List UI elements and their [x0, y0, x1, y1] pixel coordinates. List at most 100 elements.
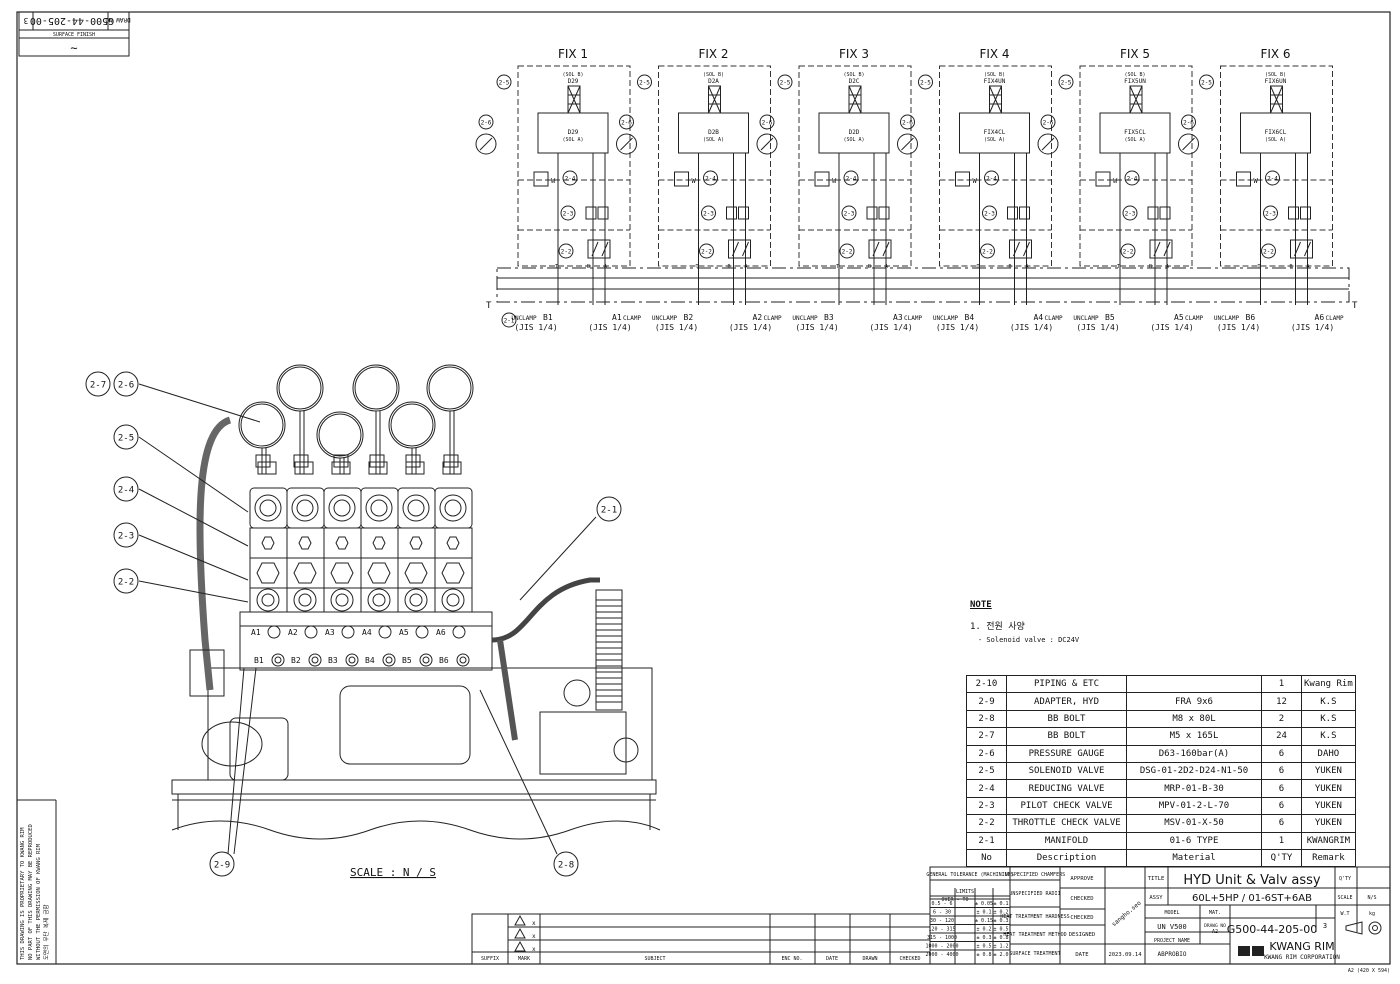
- tag-pressure-gauge-text: 2-6: [902, 120, 913, 127]
- unclamp-thread: (JIS 1/4): [936, 323, 979, 332]
- port-a-label: A6: [436, 628, 446, 637]
- svg-text:B: B: [1149, 264, 1152, 270]
- callout-bubble: [553, 851, 579, 877]
- assy-value: 60L+5HP / 01-6ST+6AB: [1192, 893, 1312, 904]
- fixture-label: FIX 2: [698, 47, 728, 61]
- surface-finish-label: SURFACE FINISH: [53, 32, 95, 38]
- pressure-hose: [491, 577, 600, 643]
- bom-cell-qty: 6: [1261, 744, 1302, 763]
- bom-cell-desc: REDUCING VALVE: [1006, 779, 1127, 798]
- tag-solenoid-valve: [777, 74, 793, 90]
- unclamp-port: B4: [965, 313, 975, 322]
- clamp-label: CLAMP: [1185, 315, 1203, 322]
- svg-text:B: B: [728, 264, 731, 270]
- bom-cell-mat: [1126, 674, 1262, 694]
- unclamp-label: UNCLAMP: [1214, 315, 1240, 322]
- gauge-symbol: [1178, 133, 1199, 155]
- tag-solenoid-valve-text: 2-5: [499, 80, 510, 87]
- pressure-gauge-2: [352, 364, 400, 474]
- port-b-label: B4: [365, 656, 375, 665]
- bom-cell-desc: PRESSURE GAUGE: [1006, 744, 1127, 763]
- tol-normal: ± 1.2: [993, 944, 1008, 950]
- tol-fine: ± 0.5: [976, 944, 991, 950]
- valve-stack-5: [397, 461, 436, 667]
- tol-fine: ± 0.8: [976, 952, 991, 958]
- unclamp-thread: (JIS 1/4): [795, 323, 838, 332]
- tank-body: [207, 667, 653, 781]
- bom-cell-mat: MPV-01-2-L-70: [1126, 796, 1262, 816]
- bom-cell-remark: Kwang Rim: [1301, 674, 1356, 694]
- reducing-valve-symbol: [955, 171, 970, 187]
- callout-text: 2-7: [90, 381, 106, 391]
- fixture-boundary: [658, 65, 771, 267]
- fixture-label: FIX 5: [1120, 47, 1150, 61]
- bom-cell-qty: 6: [1261, 779, 1302, 798]
- rev-drawn: DRAWN: [862, 956, 877, 962]
- assy-label: ASSY: [1149, 895, 1163, 901]
- callout-text: 2-6: [118, 381, 134, 391]
- tag-pilot-check-valve-text: 2-3: [844, 211, 855, 218]
- tol-range: 6 - 30: [933, 910, 951, 916]
- rev-subject: SUBJECT: [644, 956, 665, 962]
- side-note-1: THIS DRAWING IS PROPRIETARY TO KWANG RIM: [20, 827, 26, 960]
- unclamp-port: B3: [824, 313, 834, 322]
- tol-range: 30 - 120: [930, 918, 954, 924]
- top-rev: 3: [23, 16, 28, 25]
- pressure-gauge-6: [388, 401, 436, 474]
- mat-label: MAT.: [1209, 910, 1221, 916]
- tag-solenoid-valve: [496, 74, 512, 90]
- svg-text:A: A: [1166, 264, 1169, 270]
- bom-header-remark: Remark: [1301, 848, 1356, 868]
- unclamp-thread: (JIS 1/4): [514, 323, 557, 332]
- port-b-label: B5: [402, 656, 412, 665]
- general-tolerance: GENERAL TOLERANCE (MACHINING): [926, 872, 1013, 878]
- svg-text:B: B: [587, 264, 590, 270]
- bom-cell-mat: 01-6 TYPE: [1126, 831, 1262, 850]
- tol-normal: ± 0.5: [993, 927, 1008, 933]
- solenoid-valve: [678, 112, 749, 154]
- bom-cell-remark: KWANGRIM: [1301, 831, 1356, 850]
- pump-block: [539, 711, 627, 775]
- tag-pressure-gauge: [478, 114, 494, 130]
- bom-cell-no: 2-4: [966, 779, 1007, 798]
- fixture-label: FIX 1: [558, 47, 588, 61]
- top-drawno-label: DRAW NO: [105, 16, 131, 23]
- bom-cell-desc: PIPING & ETC: [1006, 674, 1127, 694]
- motor: [229, 717, 289, 781]
- bom-cell-desc: THROTTLE CHECK VALVE: [1006, 814, 1127, 833]
- wt-label: W.T: [1340, 911, 1349, 917]
- tag-solenoid-valve-text: 2-5: [1201, 80, 1212, 87]
- sol-b-prefix: (SOL B): [562, 72, 583, 78]
- tolerance-table: 0.5 - 6± 0.05± 0.16 - 30± 0.1± 0.230 - 1…: [925, 898, 1010, 958]
- tag-solenoid-valve: [1199, 74, 1214, 90]
- tag-throttle-check-valve: [839, 243, 855, 259]
- unclamp-label: UNCLAMP: [652, 315, 678, 322]
- port-a-label: A5: [399, 628, 409, 637]
- drawing-title: HYD Unit & Valv assy: [1183, 873, 1321, 888]
- bom-cell-mat: M8 x 80L: [1126, 709, 1262, 729]
- tag-pressure-gauge: [759, 114, 775, 130]
- note-line-1: 1. 전원 사양: [970, 622, 1025, 632]
- bom-cell-desc: BB BOLT: [1006, 727, 1127, 746]
- sol-a-suffix: (SOL A): [562, 137, 583, 143]
- sol-b-prefix: (SOL B): [843, 72, 864, 78]
- tag-pressure-gauge: [619, 114, 634, 130]
- sol-b-prefix: (SOL B): [1124, 72, 1145, 78]
- note-block: NOTE 1. 전원 사양 - Solenoid valve : DC24V: [970, 600, 1079, 648]
- fixture-boundary: [939, 65, 1052, 267]
- unspecified-chamfers: UNSPECIFIED CHAMFERS: [1005, 872, 1065, 878]
- gauge-symbol: [616, 133, 637, 155]
- tag-throttle-check-valve: [699, 243, 714, 259]
- clamp-thread: (JIS 1/4): [729, 323, 772, 332]
- tol-fine: ± 0.1: [976, 910, 991, 916]
- clamp-port: A6: [1315, 313, 1325, 322]
- pressure-gauge-5: [316, 411, 364, 474]
- callout-text: 2-9: [214, 861, 230, 871]
- left-fitting: [189, 649, 225, 697]
